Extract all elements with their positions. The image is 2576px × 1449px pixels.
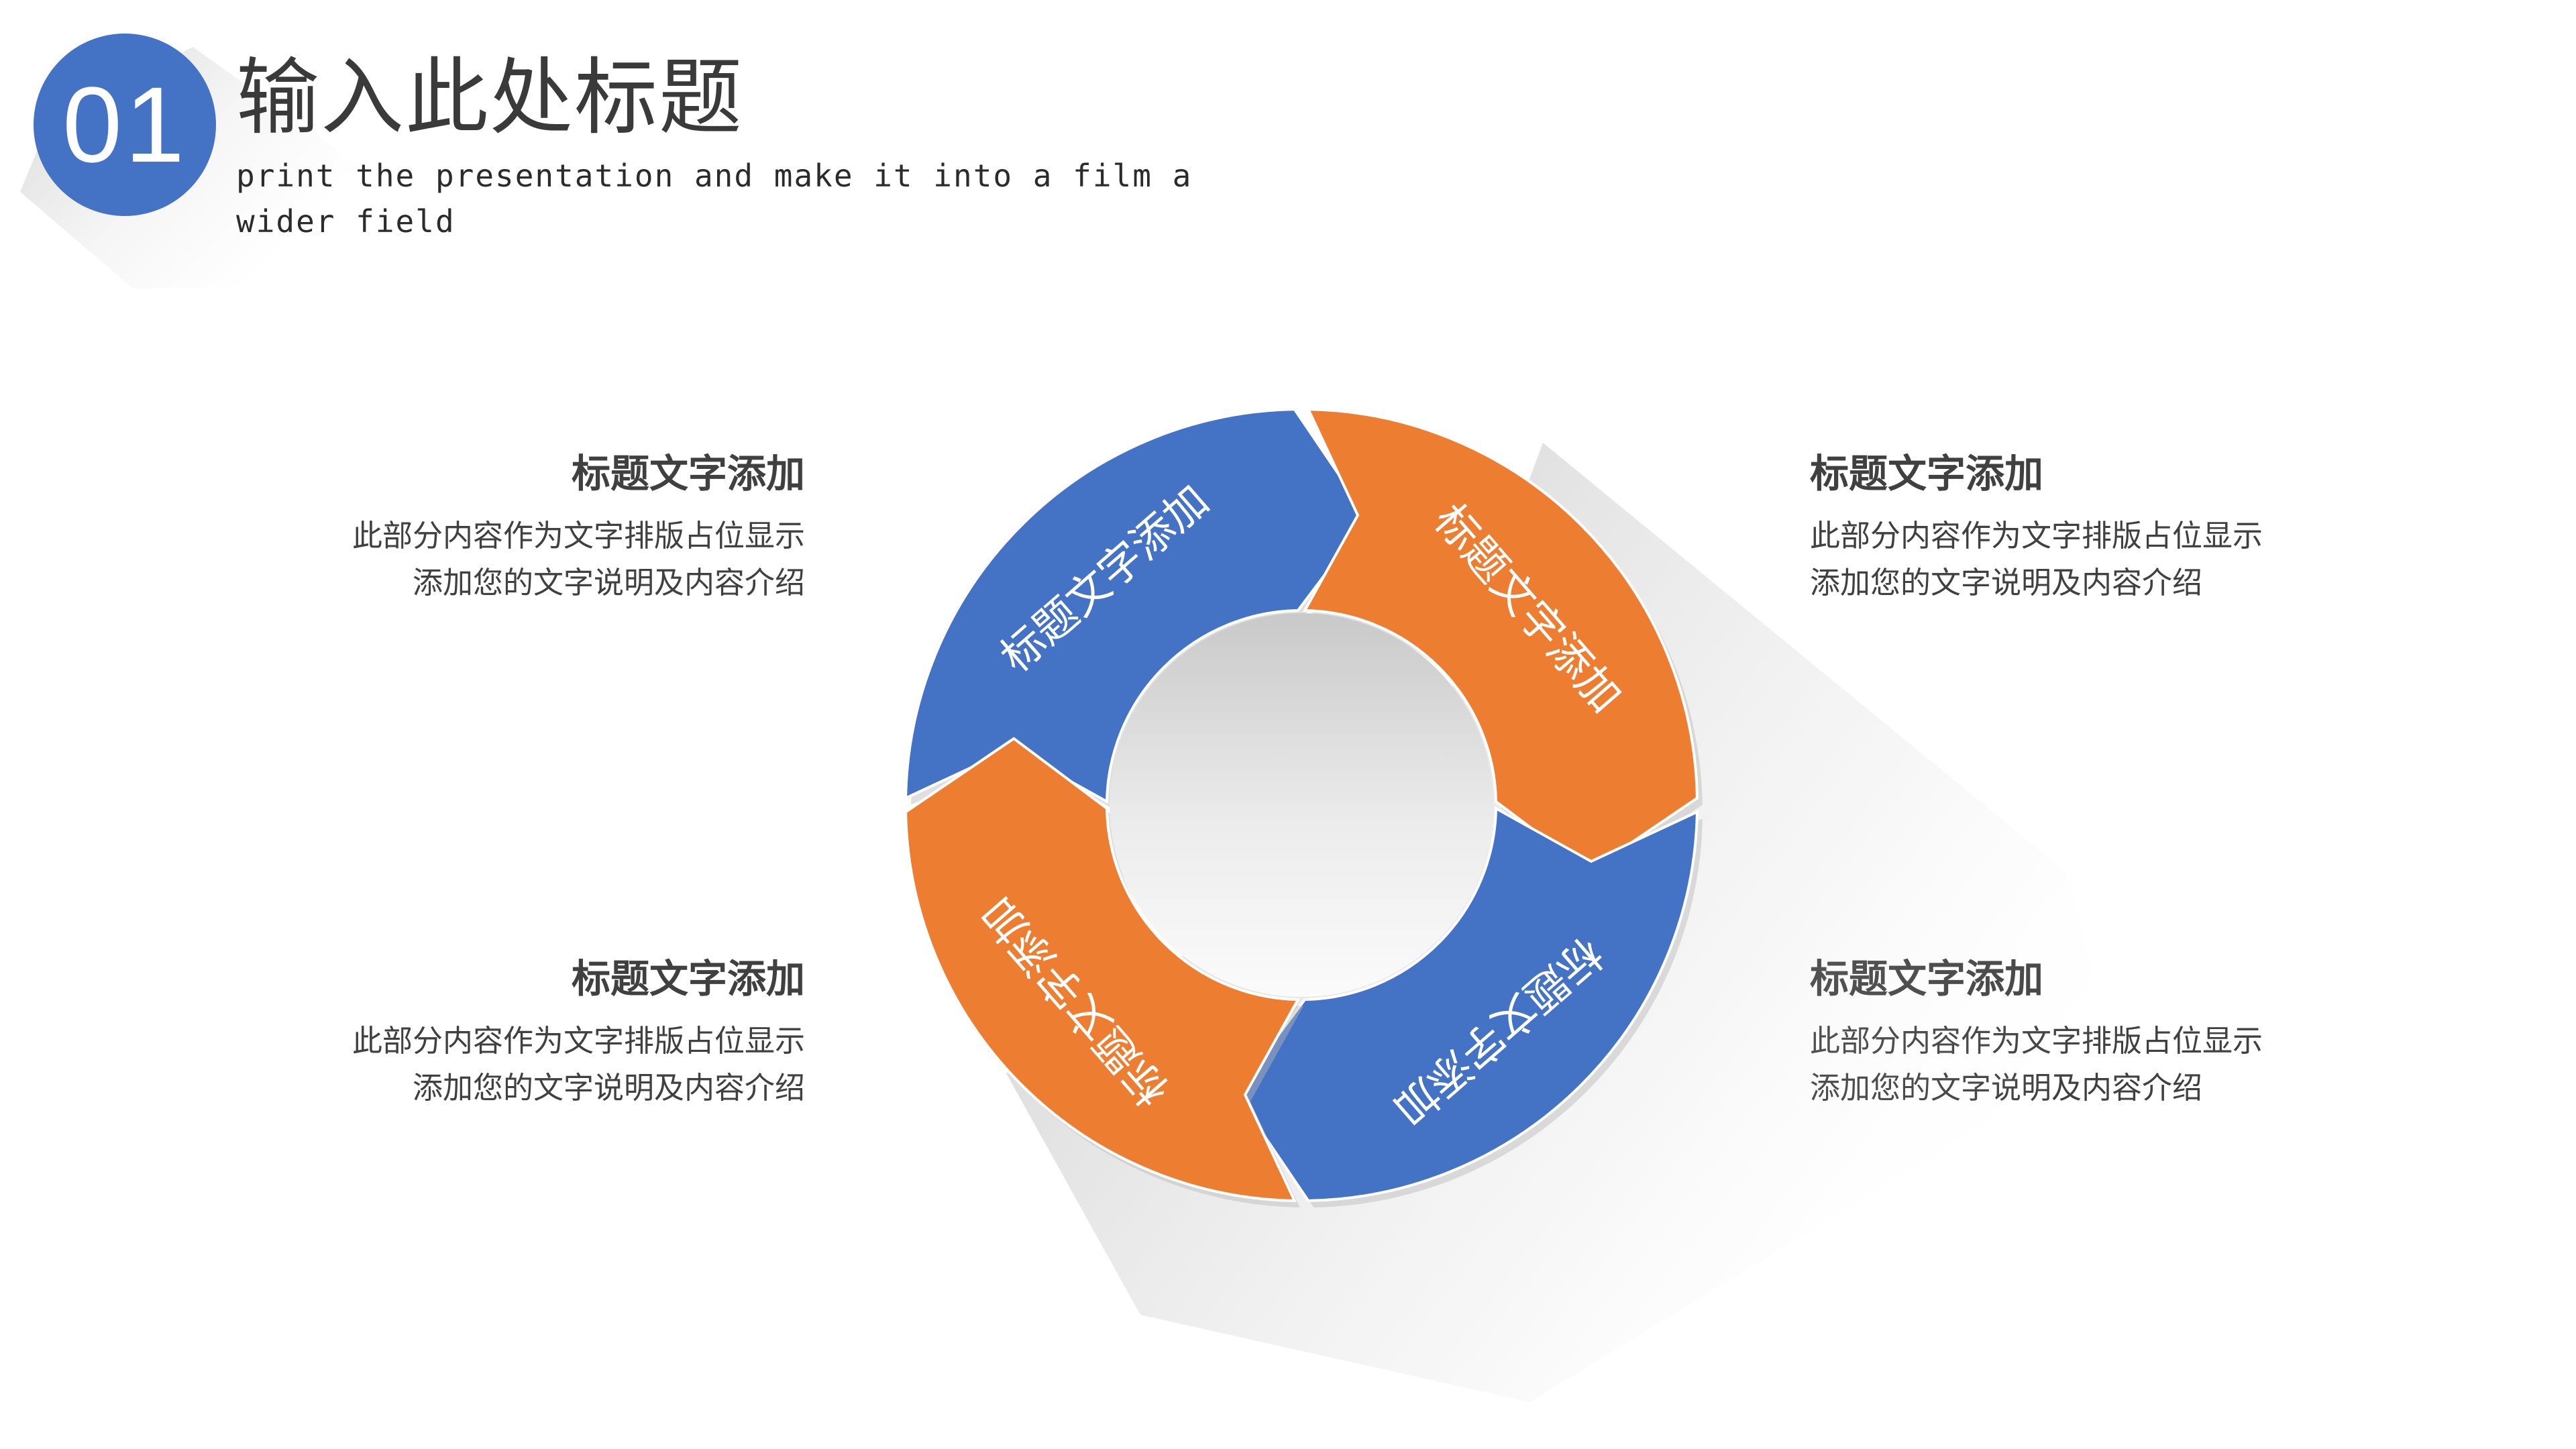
slide-title[interactable]: 输入此处标题 <box>236 50 744 146</box>
block-heading: 标题文字添加 <box>571 956 805 1002</box>
block-body-line: 此部分内容作为文字排版占位显示 <box>352 1022 805 1059</box>
cycle-segment-2[interactable] <box>1302 408 1699 873</box>
slide-number: 01 <box>62 64 187 184</box>
block-body-line: 添加您的文字说明及内容介绍 <box>412 564 805 600</box>
text-block-top-right[interactable]: 标题文字添加 此部分内容作为文字排版占位显示 添加您的文字说明及内容介绍 <box>1810 451 2387 606</box>
center-circle <box>1110 613 1493 997</box>
block-body-line: 添加您的文字说明及内容介绍 <box>412 1069 805 1106</box>
block-heading: 标题文字添加 <box>1810 451 2044 496</box>
cycle-segments: 标题文字添加标题文字添加标题文字添加标题文字添加 <box>904 408 1703 1208</box>
cycle-segment-3[interactable] <box>1233 806 1699 1202</box>
slide-number-badge: 01 <box>34 34 216 216</box>
block-body-line: 此部分内容作为文字排版占位显示 <box>1810 517 2263 553</box>
text-block-bottom-left[interactable]: 标题文字添加 此部分内容作为文字排版占位显示 添加您的文字说明及内容介绍 <box>228 956 805 1112</box>
block-heading: 标题文字添加 <box>571 451 805 496</box>
slide-subtitle[interactable]: print the presentation and make it into … <box>236 158 1193 239</box>
block-body-line: 添加您的文字说明及内容介绍 <box>1810 564 2203 600</box>
text-block-top-left[interactable]: 标题文字添加 此部分内容作为文字排版占位显示 添加您的文字说明及内容介绍 <box>228 451 805 606</box>
block-body-line: 此部分内容作为文字排版占位显示 <box>352 517 805 553</box>
cycle-segment-1[interactable] <box>904 408 1370 804</box>
cycle-segment-4[interactable] <box>904 737 1301 1202</box>
